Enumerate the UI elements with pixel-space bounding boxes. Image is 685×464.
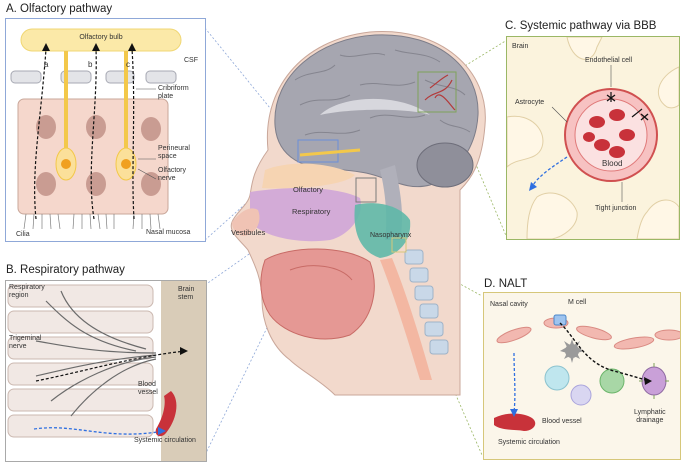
label-nasal-cavity: Nasal cavity xyxy=(490,301,528,308)
label-perineural-space: Perineural space xyxy=(158,145,190,160)
label-track-c: c xyxy=(126,60,130,69)
label-olfactory-bulb: Olfactory bulb xyxy=(79,34,123,41)
label-tight-junction: Tight junction xyxy=(595,205,637,212)
label-cribriform-plate: Cribriform plate xyxy=(158,85,189,100)
panel-nalt: Nasal cavity M cell Blood vessel Systemi… xyxy=(483,292,681,460)
x-mark-icon xyxy=(610,92,643,118)
panel-d-title: D. NALT xyxy=(484,278,528,290)
dashed-arrow-icon xyxy=(35,350,187,382)
label-lymphatic-drainage: Lymphatic drainage xyxy=(634,409,666,424)
panel-b-title: B. Respiratory pathway xyxy=(6,264,125,276)
label-systemic-circulation: Systemic circulation xyxy=(134,437,196,444)
label-nalt-systemic-circulation: Systemic circulation xyxy=(498,439,560,446)
panel-respiratory: Respiratory region Trigeminal nerve Brai… xyxy=(5,280,207,462)
label-trigeminal-nerve: Trigeminal nerve xyxy=(9,335,42,350)
panel-a-title: A. Olfactory pathway xyxy=(6,3,113,15)
label-track-b: b xyxy=(88,60,93,69)
label-brain-stem: Brain stem xyxy=(178,286,195,301)
label-cilia: Cilia xyxy=(16,231,30,238)
label-csf: CSF xyxy=(184,57,198,64)
dashed-arrow-icon xyxy=(34,48,135,220)
label-respiratory-region: Respiratory region xyxy=(9,284,45,299)
label-nalt-blood-vessel: Blood vessel xyxy=(542,418,582,425)
head-label-olfactory: Olfactory xyxy=(293,185,324,194)
label-blood-vessel: Blood vessel xyxy=(138,381,158,396)
label-blood: Blood xyxy=(602,159,623,168)
head-label-respiratory: Respiratory xyxy=(292,207,331,216)
panel-olfactory: Olfactory bulb CSF a b c Cribriform plat… xyxy=(5,18,206,242)
label-endothelial-cell: Endothelial cell xyxy=(585,57,633,64)
panel-c-title: C. Systemic pathway via BBB xyxy=(505,20,657,32)
label-nasal-mucosa: Nasal mucosa xyxy=(146,229,191,236)
label-astrocyte: Astrocyte xyxy=(515,99,545,106)
label-brain: Brain xyxy=(512,43,529,50)
head-label-vestibules: Vestibules xyxy=(231,228,266,237)
label-olfactory-nerve: Olfactory nerve xyxy=(158,167,187,182)
head-label-nasopharynx: Nasopharynx xyxy=(370,232,412,239)
label-track-a: a xyxy=(44,60,49,69)
panel-systemic: Brain Endothelial cell Astrocyte Blood T… xyxy=(506,36,680,240)
label-m-cell: M cell xyxy=(568,299,587,306)
